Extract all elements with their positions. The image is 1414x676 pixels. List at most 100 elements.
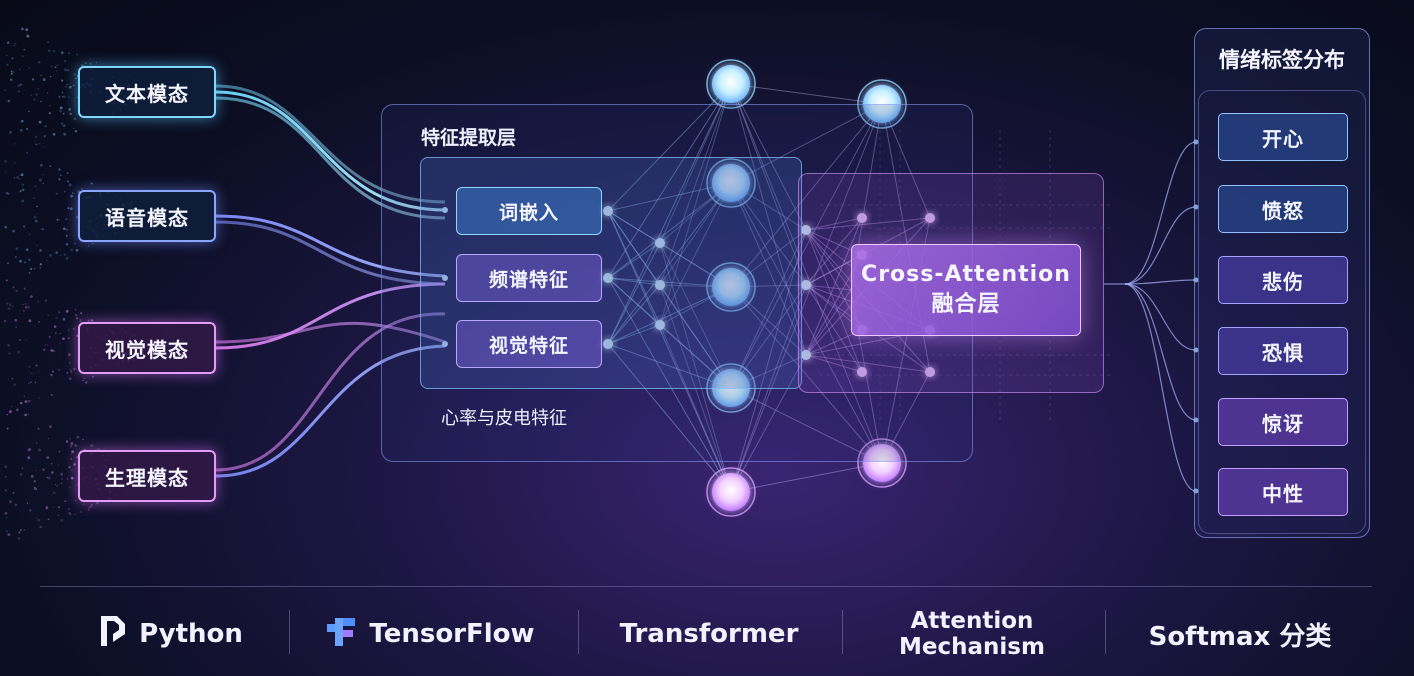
particle-dot: [76, 435, 80, 439]
mesh-line: [607, 343, 732, 493]
neuron-node-large: [712, 268, 750, 306]
particle-dot: [88, 319, 91, 322]
particle-dot: [42, 146, 44, 148]
mesh-line: [805, 229, 852, 291]
particle-dot: [6, 63, 9, 66]
particle-dot: [45, 507, 48, 510]
particle-dot: [75, 248, 79, 252]
particle-dot: [84, 62, 87, 65]
mesh-line: [607, 286, 732, 345]
particle-dot: [65, 256, 69, 260]
particle-dot: [75, 314, 78, 317]
neural-mesh: [607, 83, 931, 493]
particle-dot: [41, 228, 44, 231]
particle-dot: [34, 185, 37, 188]
particle-dot: [26, 34, 30, 38]
particle-dot: [60, 122, 64, 125]
neural-nodes: [442, 59, 935, 517]
particle-dot: [75, 455, 79, 459]
particle-dot: [5, 191, 8, 195]
mesh-line: [805, 217, 863, 231]
particle-dot: [84, 448, 86, 450]
mesh-line: [607, 242, 661, 345]
particle-dot: [52, 133, 56, 136]
particle-dot: [65, 309, 69, 313]
particle-dot: [9, 130, 13, 134]
tech-attention-line1: Attention: [910, 607, 1034, 634]
particle-dot: [58, 368, 61, 371]
particle-dot: [70, 457, 73, 460]
particle-dot: [57, 464, 60, 466]
particle-dot: [12, 229, 15, 233]
particle-dot: [91, 504, 93, 506]
particle-dot: [69, 112, 72, 116]
particle-dot: [5, 516, 8, 519]
output-fanout: [1104, 139, 1199, 494]
particle-dot: [61, 95, 64, 98]
particle-dot: [74, 130, 78, 133]
particle-dot: [21, 199, 25, 203]
fanout-line: [1124, 279, 1197, 285]
particle-dot: [67, 207, 70, 210]
particle-dot: [82, 503, 85, 506]
mesh-line: [730, 387, 883, 464]
mesh-line: [607, 83, 732, 212]
particle-dot: [45, 259, 48, 262]
particle-dot: [69, 514, 72, 516]
mesh-line: [805, 354, 863, 373]
particle-dot: [66, 180, 70, 183]
particle-dot: [72, 84, 75, 87]
particle-dot: [79, 319, 82, 321]
footer-separator: [1105, 610, 1106, 654]
particle-dot: [69, 444, 73, 448]
particle-dot: [70, 194, 73, 198]
particle-dot: [51, 463, 53, 465]
particle-dot: [75, 483, 78, 486]
mesh-line: [730, 83, 883, 105]
particle-dot: [19, 259, 22, 263]
mesh-line: [607, 343, 732, 389]
particle-dot: [59, 106, 63, 110]
particle-dot: [19, 178, 21, 180]
neuron-node-large: [712, 473, 750, 511]
particle-dot: [15, 247, 19, 250]
particle-dot: [22, 188, 25, 192]
tech-softmax: Softmax 分类: [1145, 604, 1335, 664]
neuron-node-small: [857, 213, 867, 223]
particle-dot: [6, 427, 9, 430]
particle-dot: [47, 437, 50, 440]
tech-transformer-label: Transformer: [619, 619, 799, 649]
particle-dot: [45, 506, 49, 509]
particle-dot: [65, 217, 68, 221]
mesh-line: [805, 284, 852, 291]
particle-dot: [7, 262, 9, 265]
particle-dot: [7, 344, 10, 347]
particle-dot: [38, 321, 40, 323]
particle-dot: [66, 371, 69, 374]
particle-dot: [33, 267, 36, 270]
mesh-line: [730, 103, 883, 493]
particle-dot: [35, 364, 38, 367]
emotion-fear: 恐惧: [1218, 327, 1348, 375]
particle-dot: [28, 67, 30, 69]
particle-dot: [69, 207, 73, 211]
particle-dot: [57, 505, 61, 509]
particle-dot: [47, 314, 49, 317]
particle-dot: [60, 174, 62, 177]
particle-dot: [42, 173, 44, 176]
particle-dot: [43, 135, 46, 138]
particle-dot: [68, 512, 71, 515]
particle-dot: [37, 427, 40, 430]
particle-dot: [70, 469, 74, 472]
particle-dot: [34, 381, 37, 384]
particle-dot: [24, 400, 28, 404]
particle-dot: [62, 95, 66, 99]
particle-dot: [17, 537, 21, 540]
particle-dot: [5, 54, 8, 57]
fanout-line: [1124, 283, 1197, 351]
particle-dot: [56, 70, 58, 72]
emotion-panel-title: 情绪标签分布: [1219, 48, 1345, 72]
particle-dot: [14, 503, 18, 507]
particle-dot: [12, 71, 15, 73]
